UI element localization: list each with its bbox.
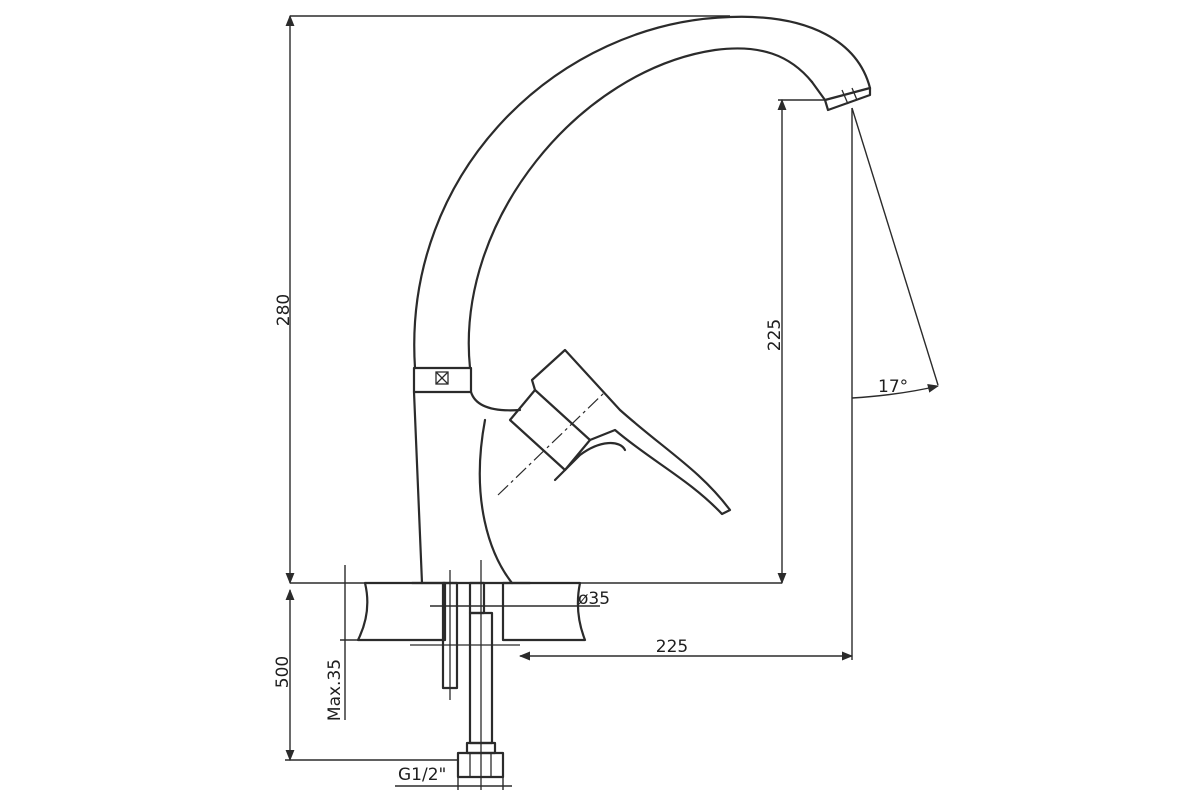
countertop-section [356, 581, 587, 646]
spout-collar [412, 366, 473, 394]
label-reach: 225 [656, 637, 688, 657]
mounting-hardware [441, 560, 505, 790]
spout [413, 15, 872, 370]
label-max-thickness: Max.35 [325, 659, 345, 721]
lever-handle [497, 348, 732, 516]
label-thread: G1/2" [398, 765, 446, 785]
label-angle: 17° [878, 377, 908, 397]
label-hose-length: 500 [273, 656, 293, 688]
label-hole-diameter: ø35 [578, 589, 610, 609]
dimension-lines [285, 14, 940, 790]
label-spout-height: 225 [765, 319, 785, 351]
label-total-height: 280 [274, 294, 294, 326]
